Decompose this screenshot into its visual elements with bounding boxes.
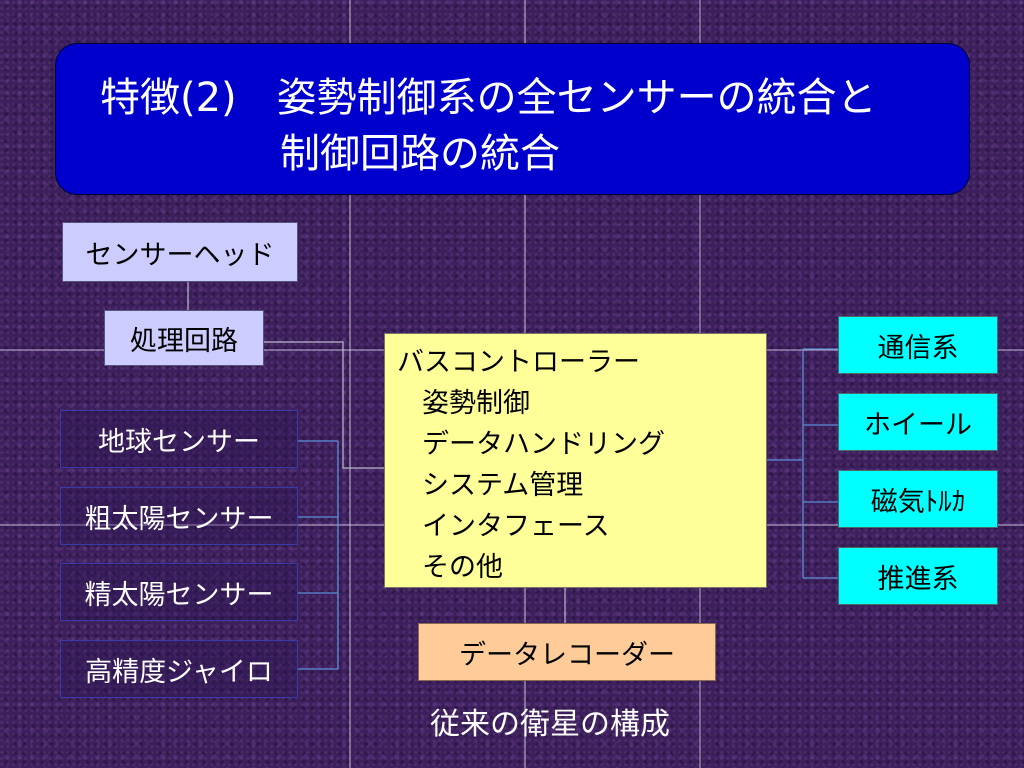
bus-controller-heading: バスコントローラー [397,347,640,378]
bus-controller-box: バスコントローラー 姿勢制御 データハンドリング システム管理 インタフェース … [384,333,767,588]
coarse-sun-sensor-box: 粗太陽センサー [60,487,298,545]
processing-circuit-box: 処理回路 [104,310,264,366]
bus-function-item: システム管理 [422,470,584,501]
title-box: 特徴(2) 姿勢制御系の全センサーの統合と 制御回路の統合 [55,43,970,195]
magnetic-torquer-box: 磁気ﾄﾙｶ [838,470,998,528]
bus-function-item: 姿勢制御 [422,388,530,419]
fine-sun-sensor-box: 精太陽センサー [60,563,298,621]
diagram-caption: 従来の衛星の構成 [430,707,670,742]
bus-function-item: その他 [422,552,503,583]
bus-function-item: インタフェース [422,511,610,542]
sensor-head-box: センサーヘッド [62,222,298,282]
bus-function-item: データハンドリング [422,429,665,460]
earth-sensor-box: 地球センサー [60,410,298,468]
connector-line [264,341,384,469]
data-recorder-box: データレコーダー [418,623,716,681]
propulsion-system-box: 推進系 [838,547,998,605]
wheel-box: ホイール [838,393,998,451]
communication-system-box: 通信系 [838,316,998,374]
high-precision-gyro-box: 高精度ジャイロ [60,640,298,698]
slide-title-line-1: 特徴(2) 姿勢制御系の全センサーの統合と [100,75,877,121]
slide-title-line-2: 制御回路の統合 [280,131,560,177]
